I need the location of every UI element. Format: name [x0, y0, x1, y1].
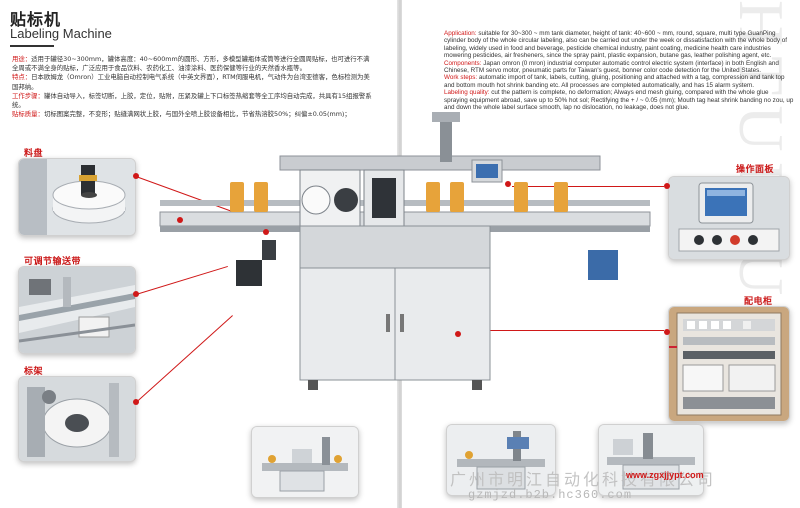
callout-line [512, 186, 664, 187]
cn-spec-text: 日本欧姆龙（Omron）工业电脑自动控制电气系统（中英文界面），RTM伺服电机，… [12, 73, 370, 91]
material-tray-photo [18, 158, 136, 236]
cn-spec-block: 用途：适用于罐径30~300mm，罐体高度：40~600mm的圆形、方形，多模型… [12, 55, 372, 119]
en-spec-text: Japan omron (0 mron) industrial computer… [444, 59, 779, 75]
cn-spec-paragraph: 工作步骤：罐体自动导入，标签切断，上胶，定位，贴附，压紧及罐上下口标签热缩套等全… [12, 92, 372, 110]
title-underline [10, 45, 54, 47]
en-spec-text: cut the pattern is complete, no deformat… [444, 89, 794, 112]
en-spec-label: Work steps: [444, 74, 478, 82]
machine-thumbnail-left [251, 426, 359, 498]
machine-thumbnail-right [598, 424, 704, 496]
en-spec-label: Components: [444, 59, 482, 67]
callout-material-tray: 料盘 [24, 149, 44, 159]
cn-spec-text: 适用于罐径30~300mm，罐体高度：40~600mm的圆形、方形，多模型罐瓶体… [12, 55, 370, 73]
en-spec-paragraph: Components: Japan omron (0 mron) industr… [444, 60, 794, 75]
en-spec-text: automatic import of tank, labels, cuttin… [444, 74, 785, 89]
callout-electrical-cabinet: 配电柜 [744, 297, 773, 307]
electrical-cabinet-photo [668, 306, 790, 422]
machine-thumbnail-image [252, 427, 358, 497]
cn-spec-paragraph: 用途：适用于罐径30~300mm，罐体高度：40~600mm的圆形、方形，多模型… [12, 55, 372, 73]
en-spec-text: suitable for 30~300 ~ mm tank diameter, … [444, 30, 788, 60]
footer-company: 广州市明江自动化科技有限公司 [450, 470, 717, 489]
cn-spec-label: 贴标质量： [12, 110, 44, 119]
electrical-cabinet-image [669, 307, 789, 421]
operation-panel-photo [668, 176, 790, 260]
callout-adjustable-conveyor: 可调节输送带 [24, 257, 82, 267]
conveyor-image [19, 267, 135, 353]
callout-dot [664, 329, 670, 335]
cn-spec-label: 特点： [12, 73, 32, 82]
callout-dot [664, 183, 670, 189]
en-spec-block: Application: suitable for 30~300 ~ mm ta… [444, 30, 794, 111]
material-tray-image [19, 159, 135, 235]
callout-line [458, 330, 664, 331]
cn-spec-text: 切标图案完整，不变形；贴缝满网状上胶，与国外全喷上胶设备相比，节省热溶胶50%；… [43, 110, 351, 119]
callout-label-rack: 标架 [24, 367, 44, 377]
en-spec-paragraph: Labeling quality: cut the pattern is com… [444, 89, 794, 111]
label-rack-image [19, 377, 135, 461]
callout-operation-panel: 操作面板 [736, 165, 775, 175]
cn-spec-label: 工作步骤： [12, 91, 44, 100]
en-spec-paragraph: Application: suitable for 30~300 ~ mm ta… [444, 30, 794, 60]
page-title-cn: 贴标机 [10, 10, 62, 29]
footer-url: gzmjzd.b2b.hc360.com [468, 488, 633, 502]
cn-spec-paragraph: 特点：日本欧姆龙（Omron）工业电脑自动控制电气系统（中英文界面），RTM伺服… [12, 73, 372, 91]
labeling-machine-illustration [159, 112, 651, 390]
machine-thumbnail-center [446, 424, 556, 496]
en-spec-label: Labeling quality: [444, 89, 490, 97]
callout-dot [133, 173, 139, 179]
footer-site-watermark: www.zgxjjypt.com [626, 470, 704, 480]
conveyor-photo [18, 266, 136, 354]
cn-spec-text: 罐体自动导入，标签切断，上胶，定位，贴附，压紧及罐上下口标签热缩套等全工序均自动… [12, 91, 372, 110]
cn-spec-label: 用途： [12, 55, 32, 63]
machine-thumbnail-image [447, 425, 555, 495]
page-title-en: Labeling Machine [10, 26, 112, 41]
machine-thumbnail-image [599, 425, 703, 495]
en-spec-paragraph: Work steps: automatic import of tank, la… [444, 74, 794, 89]
en-spec-label: Application: [444, 30, 477, 37]
label-rack-photo [18, 376, 136, 462]
operation-panel-image [669, 177, 789, 259]
cn-spec-paragraph: 贴标质量：切标图案完整，不变形；贴缝满网状上胶，与国外全喷上胶设备相比，节省热溶… [12, 110, 372, 119]
